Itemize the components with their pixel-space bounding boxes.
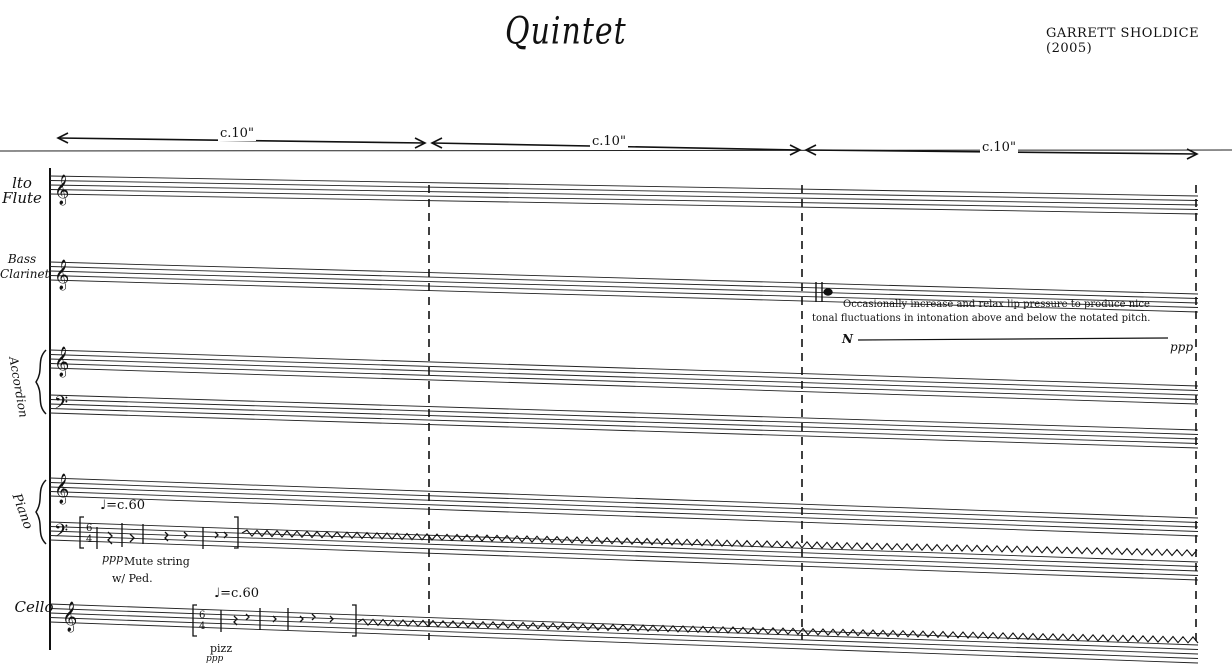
cello-cell [192,604,357,637]
svg-text:4: 4 [199,621,205,632]
accordion-brace [35,349,47,415]
treble-clef-icon: 𝄞 [54,473,69,505]
treble-clef-icon: 𝄞 [54,174,69,206]
bass-clarinet-note [815,282,833,302]
piano-technique: Mute string [124,555,190,568]
svg-text:4: 4 [86,534,92,545]
cello-tremolo-line [357,618,1199,644]
dynamic-hairline [857,337,1169,341]
dynamic-ppp: ppp [1170,340,1194,354]
piano-tremolo-line [241,529,1198,557]
dynamic-niente: N [842,332,853,346]
svg-text:6: 6 [86,523,92,534]
treble-clef-icon: 𝄞 [54,346,69,378]
staff-cello [49,603,1199,664]
staff-piano-bass [49,521,1199,581]
duration-label-1: c.10" [218,126,256,141]
staves [49,175,1199,664]
staff-alto-flute [49,175,1199,215]
label-alto-flute: lto Flute [2,174,42,207]
svg-text:6: 6 [199,610,205,621]
treble-clef-icon: 𝄞 [54,259,69,291]
duration-label-2: c.10" [590,134,628,149]
label-bass-clarinet: Bass Clarinet [0,252,50,281]
piano-pedal: w/ Ped. [112,572,153,585]
piano-dynamic: ppp [102,552,124,565]
cello-tempo: ♩=c.60 [214,586,259,601]
piano-brace [35,479,47,545]
piano-cell [79,516,239,549]
bass-clarinet-direction-line2: tonal fluctuations in intonation above a… [812,313,1151,324]
section-barlines [428,185,1197,645]
label-cello: Cello [14,598,54,616]
tremolo-lines [241,529,1199,644]
top-border-line [0,149,1232,152]
clefs: 𝄞 𝄞 𝄞 𝄢 𝄞 𝄢 𝄞 [54,174,77,633]
cello-timesig: 6 4 [199,610,205,632]
piano-timesig: 6 4 [86,523,92,545]
bass-clef-icon: 𝄢 [54,393,68,418]
cello-technique: pizz [210,642,233,655]
staff-bass-clarinet [49,261,1199,313]
staff-accordion-treble [49,349,1199,405]
staff-accordion-bass [49,394,1199,449]
score-title: Quintet [505,9,627,54]
duration-label-3: c.10" [980,140,1018,155]
bass-clef-icon: 𝄢 [54,521,68,546]
piano-tempo: ♩=c.60 [100,498,145,513]
bass-clarinet-direction-line1: Occasionally increase and relax lip pres… [843,299,1150,310]
composer-credit: GARRETT SHOLDICE (2005) [1046,26,1200,56]
cello-dynamic: ppp [206,654,224,664]
treble-clef-icon: 𝄞 [62,601,77,633]
staff-piano-treble [49,477,1199,537]
